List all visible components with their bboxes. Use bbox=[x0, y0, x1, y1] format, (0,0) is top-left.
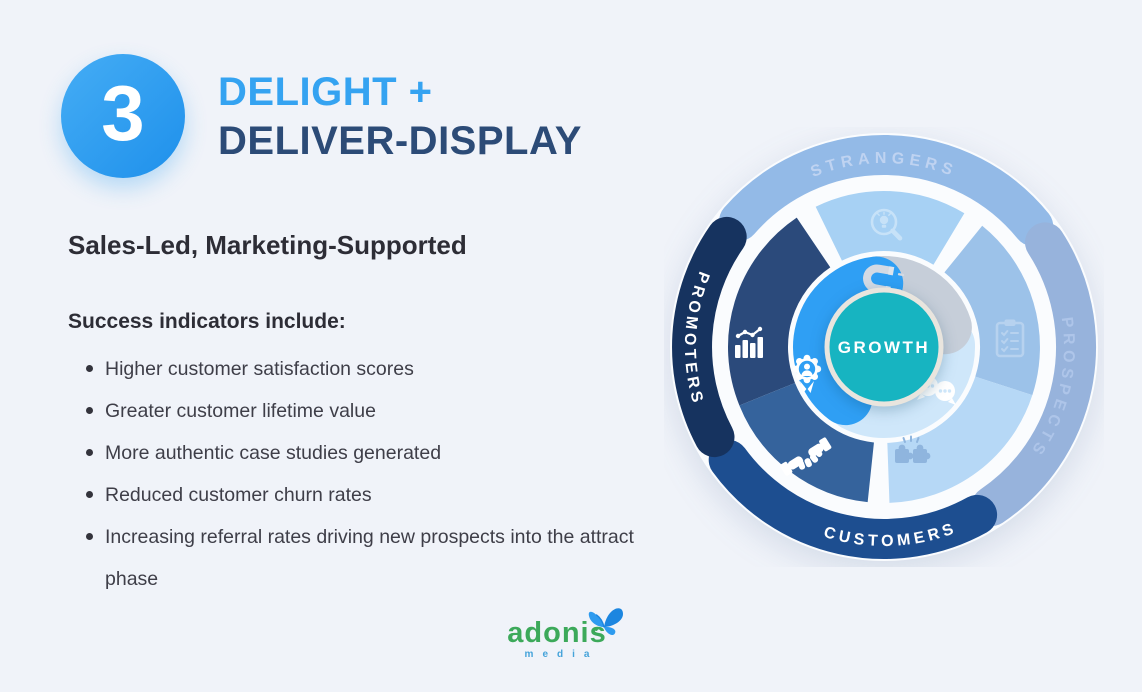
title-line-2: DELIVER-DISPLAY bbox=[218, 119, 582, 163]
flywheel-outer-arc-customers bbox=[708, 439, 998, 559]
clipboard-icon bbox=[995, 319, 1025, 358]
flywheel-outer-arc-prospects bbox=[971, 222, 1096, 527]
flywheel-outer-arc-strangers bbox=[719, 135, 1054, 247]
list-item-text: Higher customer satisfaction scores bbox=[105, 358, 414, 380]
list-item-text: Greater customer lifetime value bbox=[105, 400, 376, 422]
handshake-icon bbox=[780, 437, 832, 476]
adonis-media-logo: adonis media bbox=[492, 608, 623, 660]
flywheel-outer-arc-promoters bbox=[672, 216, 747, 458]
award-icon bbox=[792, 354, 822, 393]
list-item-text: Increasing referral rates driving new pr… bbox=[105, 526, 634, 590]
list-item-text: More authentic case studies generated bbox=[105, 442, 442, 464]
growth-center-circle bbox=[824, 287, 944, 407]
step-number-circle: 3 bbox=[61, 54, 185, 178]
list-item-text: Reduced customer churn rates bbox=[105, 484, 372, 506]
flywheel-mid-segment-delight-upper bbox=[728, 217, 832, 406]
flywheel-mid-segment-delight-lower bbox=[739, 382, 875, 503]
flywheel-mid-segment-attract bbox=[815, 191, 965, 266]
magnifier-bulb-icon bbox=[870, 208, 903, 241]
list-item: Reduced customer churn rates bbox=[68, 474, 636, 516]
flywheel-inner-segment-bright-blue bbox=[793, 256, 904, 426]
page-title: DELIGHT + DELIVER-DISPLAY bbox=[218, 68, 582, 166]
logo-name: adonis bbox=[507, 617, 607, 649]
puzzle-icon bbox=[895, 435, 931, 463]
bar-chart-icon bbox=[735, 326, 763, 358]
logo-subtitle: media bbox=[524, 649, 599, 660]
butterfly-icon bbox=[588, 608, 623, 636]
flywheel-mid-segment-engage-lower bbox=[886, 375, 1033, 503]
list-item: Greater customer lifetime value bbox=[68, 390, 636, 432]
list-item: Higher customer satisfaction scores bbox=[68, 348, 636, 390]
step-number: 3 bbox=[101, 69, 145, 157]
list-heading: Success indicators include: bbox=[68, 310, 346, 333]
flywheel-diagram: STRANGERS PROSPECTS CUSTOMERS PROMOTERS bbox=[670, 133, 1098, 561]
title-line-1: DELIGHT + bbox=[218, 70, 433, 114]
list-item: Increasing referral rates driving new pr… bbox=[68, 516, 636, 600]
growth-label: GROWTH bbox=[838, 338, 930, 357]
flywheel-mid-segment-engage-upper bbox=[943, 225, 1040, 396]
subtitle: Sales-Led, Marketing-Supported bbox=[68, 230, 467, 260]
success-indicators-list: Higher customer satisfaction scores Grea… bbox=[68, 348, 636, 600]
flywheel-inner-segment-light-blue bbox=[827, 317, 976, 438]
list-item: More authentic case studies generated bbox=[68, 432, 636, 474]
